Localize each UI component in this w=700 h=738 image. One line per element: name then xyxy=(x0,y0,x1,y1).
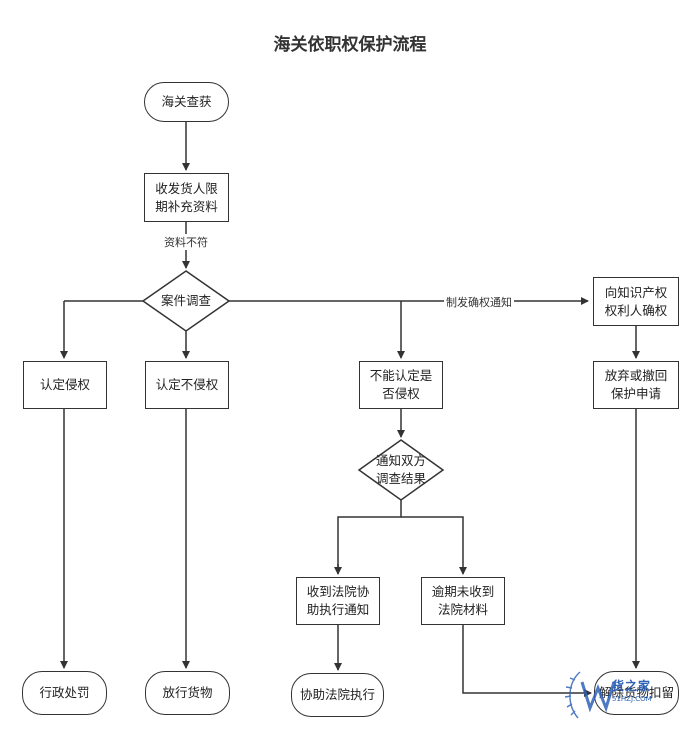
watermark-url: 51HZJ.COM xyxy=(612,695,652,703)
node-lift-detention: 解除货物扣留 xyxy=(594,671,679,715)
edge-notify-split xyxy=(337,500,402,573)
node-assist-court: 协助法院执行 xyxy=(291,673,384,717)
edge-label-issue-notice: 制发确权通知 xyxy=(444,294,514,310)
node-confirm-owner: 向知识产权 权利人确权 xyxy=(593,277,679,326)
edge-overdue-to-lift xyxy=(462,625,592,697)
node-release: 放行货物 xyxy=(145,671,230,715)
node-penalty: 行政处罚 xyxy=(22,671,107,715)
node-notify: 通知双方 调查结果 xyxy=(375,453,426,486)
watermark-brand: 货之家 xyxy=(612,679,652,693)
node-overdue: 逾期未收到 法院材料 xyxy=(421,577,505,625)
node-investigate: 案件调查 xyxy=(160,293,211,308)
node-court-notice: 收到法院协 助执行通知 xyxy=(296,577,380,625)
node-supplement: 收发货人限 期补充资料 xyxy=(144,173,229,222)
edge-label-docs-mismatch: 资料不符 xyxy=(162,234,210,250)
node-not-infringe: 认定不侵权 xyxy=(145,361,229,409)
watermark-logo xyxy=(564,671,616,719)
node-seize: 海关查获 xyxy=(144,82,229,122)
node-abandon: 放弃或撤回 保护申请 xyxy=(593,361,679,409)
node-cannot-determine: 不能认定是 否侵权 xyxy=(359,361,443,409)
node-infringe: 认定侵权 xyxy=(23,361,107,409)
diagram-title: 海关依职权保护流程 xyxy=(273,35,427,55)
